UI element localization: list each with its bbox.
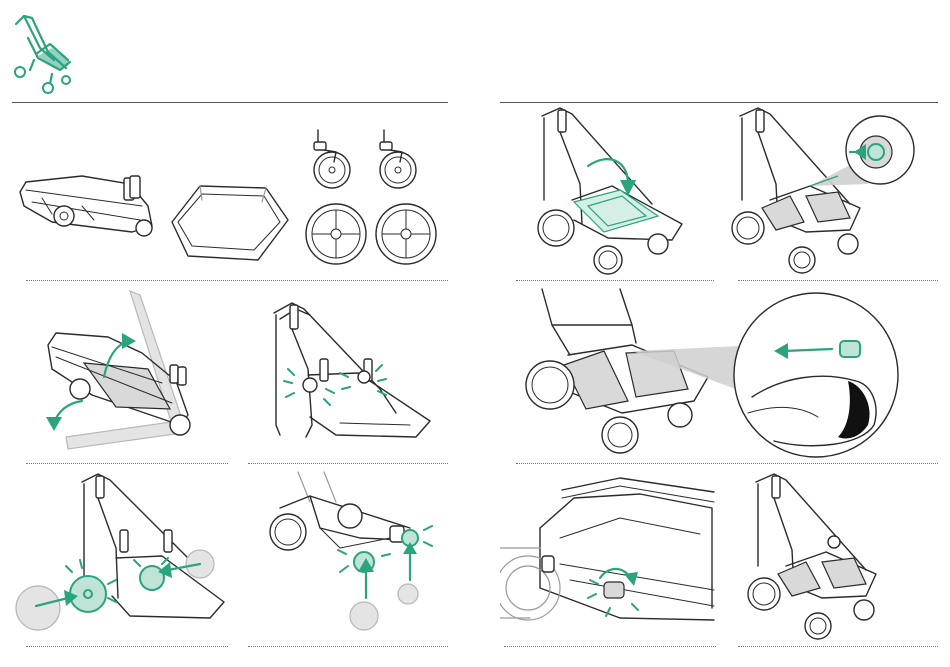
step-hook-fabric — [512, 285, 938, 461]
seat-fabric-illustration — [172, 186, 288, 260]
divider — [26, 646, 228, 647]
step-attach-front-wheels — [240, 468, 448, 644]
divider — [26, 280, 448, 281]
divider — [26, 463, 228, 464]
step-fasten-fabric — [726, 104, 938, 280]
divider — [504, 646, 716, 647]
divider — [516, 463, 938, 464]
rear-wheels-illustration — [306, 204, 436, 264]
divider — [738, 646, 938, 647]
step-attach-rear-wheels — [12, 468, 232, 644]
step-secure-fabric-bar — [500, 468, 720, 644]
divider — [248, 463, 448, 464]
header-rule-left — [12, 102, 448, 103]
step-lock-frame — [240, 285, 448, 461]
divider — [516, 280, 714, 281]
zoom-circle — [734, 293, 898, 457]
step-parts-overview — [12, 110, 448, 278]
step-place-seat-fabric — [512, 104, 720, 280]
swivel-wheels-illustration — [314, 130, 416, 188]
step-unfold-frame — [12, 285, 232, 461]
header-rule-right — [500, 102, 938, 103]
folded-frame-illustration — [20, 176, 152, 236]
divider — [738, 280, 938, 281]
stroller-chassis-icon — [10, 8, 80, 96]
step-complete — [730, 468, 938, 644]
divider — [248, 646, 448, 647]
